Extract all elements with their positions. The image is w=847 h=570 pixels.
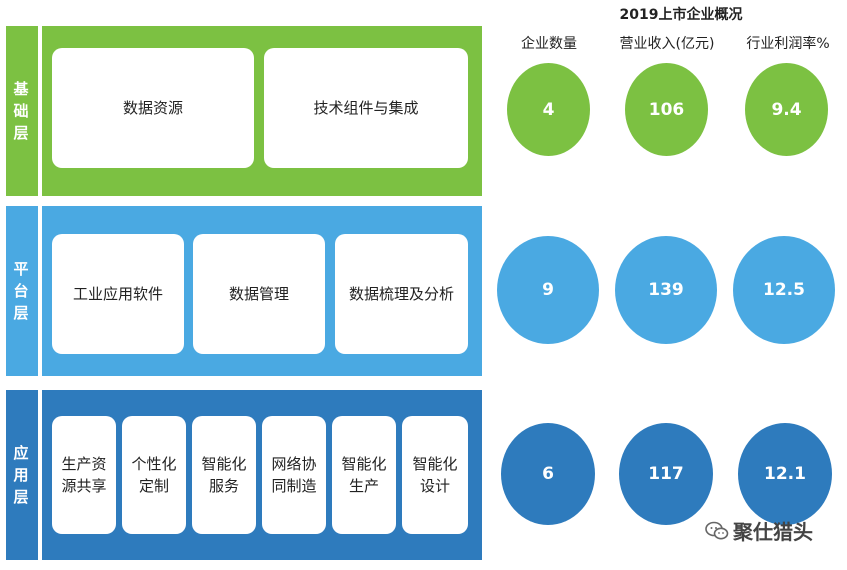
column-header-company-count: 企业数量	[521, 36, 577, 52]
wechat-icon	[705, 521, 729, 539]
column-header-revenue: 营业收入(亿元)	[619, 36, 715, 52]
bubble-platform-revenue: 139	[615, 236, 717, 344]
layer-divider	[38, 390, 42, 560]
card-smart-production: 智能化生产	[332, 416, 396, 534]
layer-application-label: 应 用 层	[6, 390, 36, 560]
column-header-profit-rate: 行业利润率%	[746, 36, 830, 52]
card-data-analysis: 数据梳理及分析	[335, 234, 468, 354]
bubble-application-profit: 12.1	[738, 423, 832, 525]
label-char: 平	[13, 260, 29, 278]
card-smart-service: 智能化服务	[192, 416, 256, 534]
label-char: 层	[13, 304, 29, 322]
card-industrial-software: 工业应用软件	[52, 234, 184, 354]
card-data-resources: 数据资源	[52, 48, 254, 168]
card-customization: 个性化定制	[122, 416, 186, 534]
card-tech-components: 技术组件与集成	[264, 48, 468, 168]
bubble-application-revenue: 117	[619, 423, 713, 525]
layer-platform-label: 平 台 层	[6, 206, 36, 376]
label-char: 层	[13, 124, 29, 142]
bubble-foundation-count: 4	[507, 63, 590, 156]
layer-application: 应 用 层 生产资源共享 个性化定制 智能化服务 网络协同制造 智能化生产 智能…	[6, 390, 482, 560]
label-char: 台	[13, 282, 29, 300]
label-char: 用	[13, 466, 29, 484]
watermark: 聚仕猎头	[705, 516, 813, 545]
layer-platform: 平 台 层 工业应用软件 数据管理 数据梳理及分析	[6, 206, 482, 376]
label-char: 应	[13, 444, 29, 462]
panel-title: 2019上市企业概况	[619, 7, 743, 23]
label-char: 础	[13, 102, 29, 120]
layer-divider	[38, 26, 42, 196]
card-network-manufacturing: 网络协同制造	[262, 416, 326, 534]
layer-foundation-label: 基 础 层	[6, 26, 36, 196]
layer-divider	[38, 206, 42, 376]
bubble-application-count: 6	[501, 423, 595, 525]
card-data-management: 数据管理	[193, 234, 325, 354]
layer-foundation: 基 础 层 数据资源 技术组件与集成	[6, 26, 482, 196]
card-resource-sharing: 生产资源共享	[52, 416, 116, 534]
bubble-foundation-revenue: 106	[625, 63, 708, 156]
watermark-text: 聚仕猎头	[733, 520, 813, 544]
label-char: 层	[13, 488, 29, 506]
card-smart-design: 智能化设计	[402, 416, 468, 534]
label-char: 基	[13, 80, 29, 98]
bubble-foundation-profit: 9.4	[745, 63, 828, 156]
bubble-platform-count: 9	[497, 236, 599, 344]
bubble-platform-profit: 12.5	[733, 236, 835, 344]
